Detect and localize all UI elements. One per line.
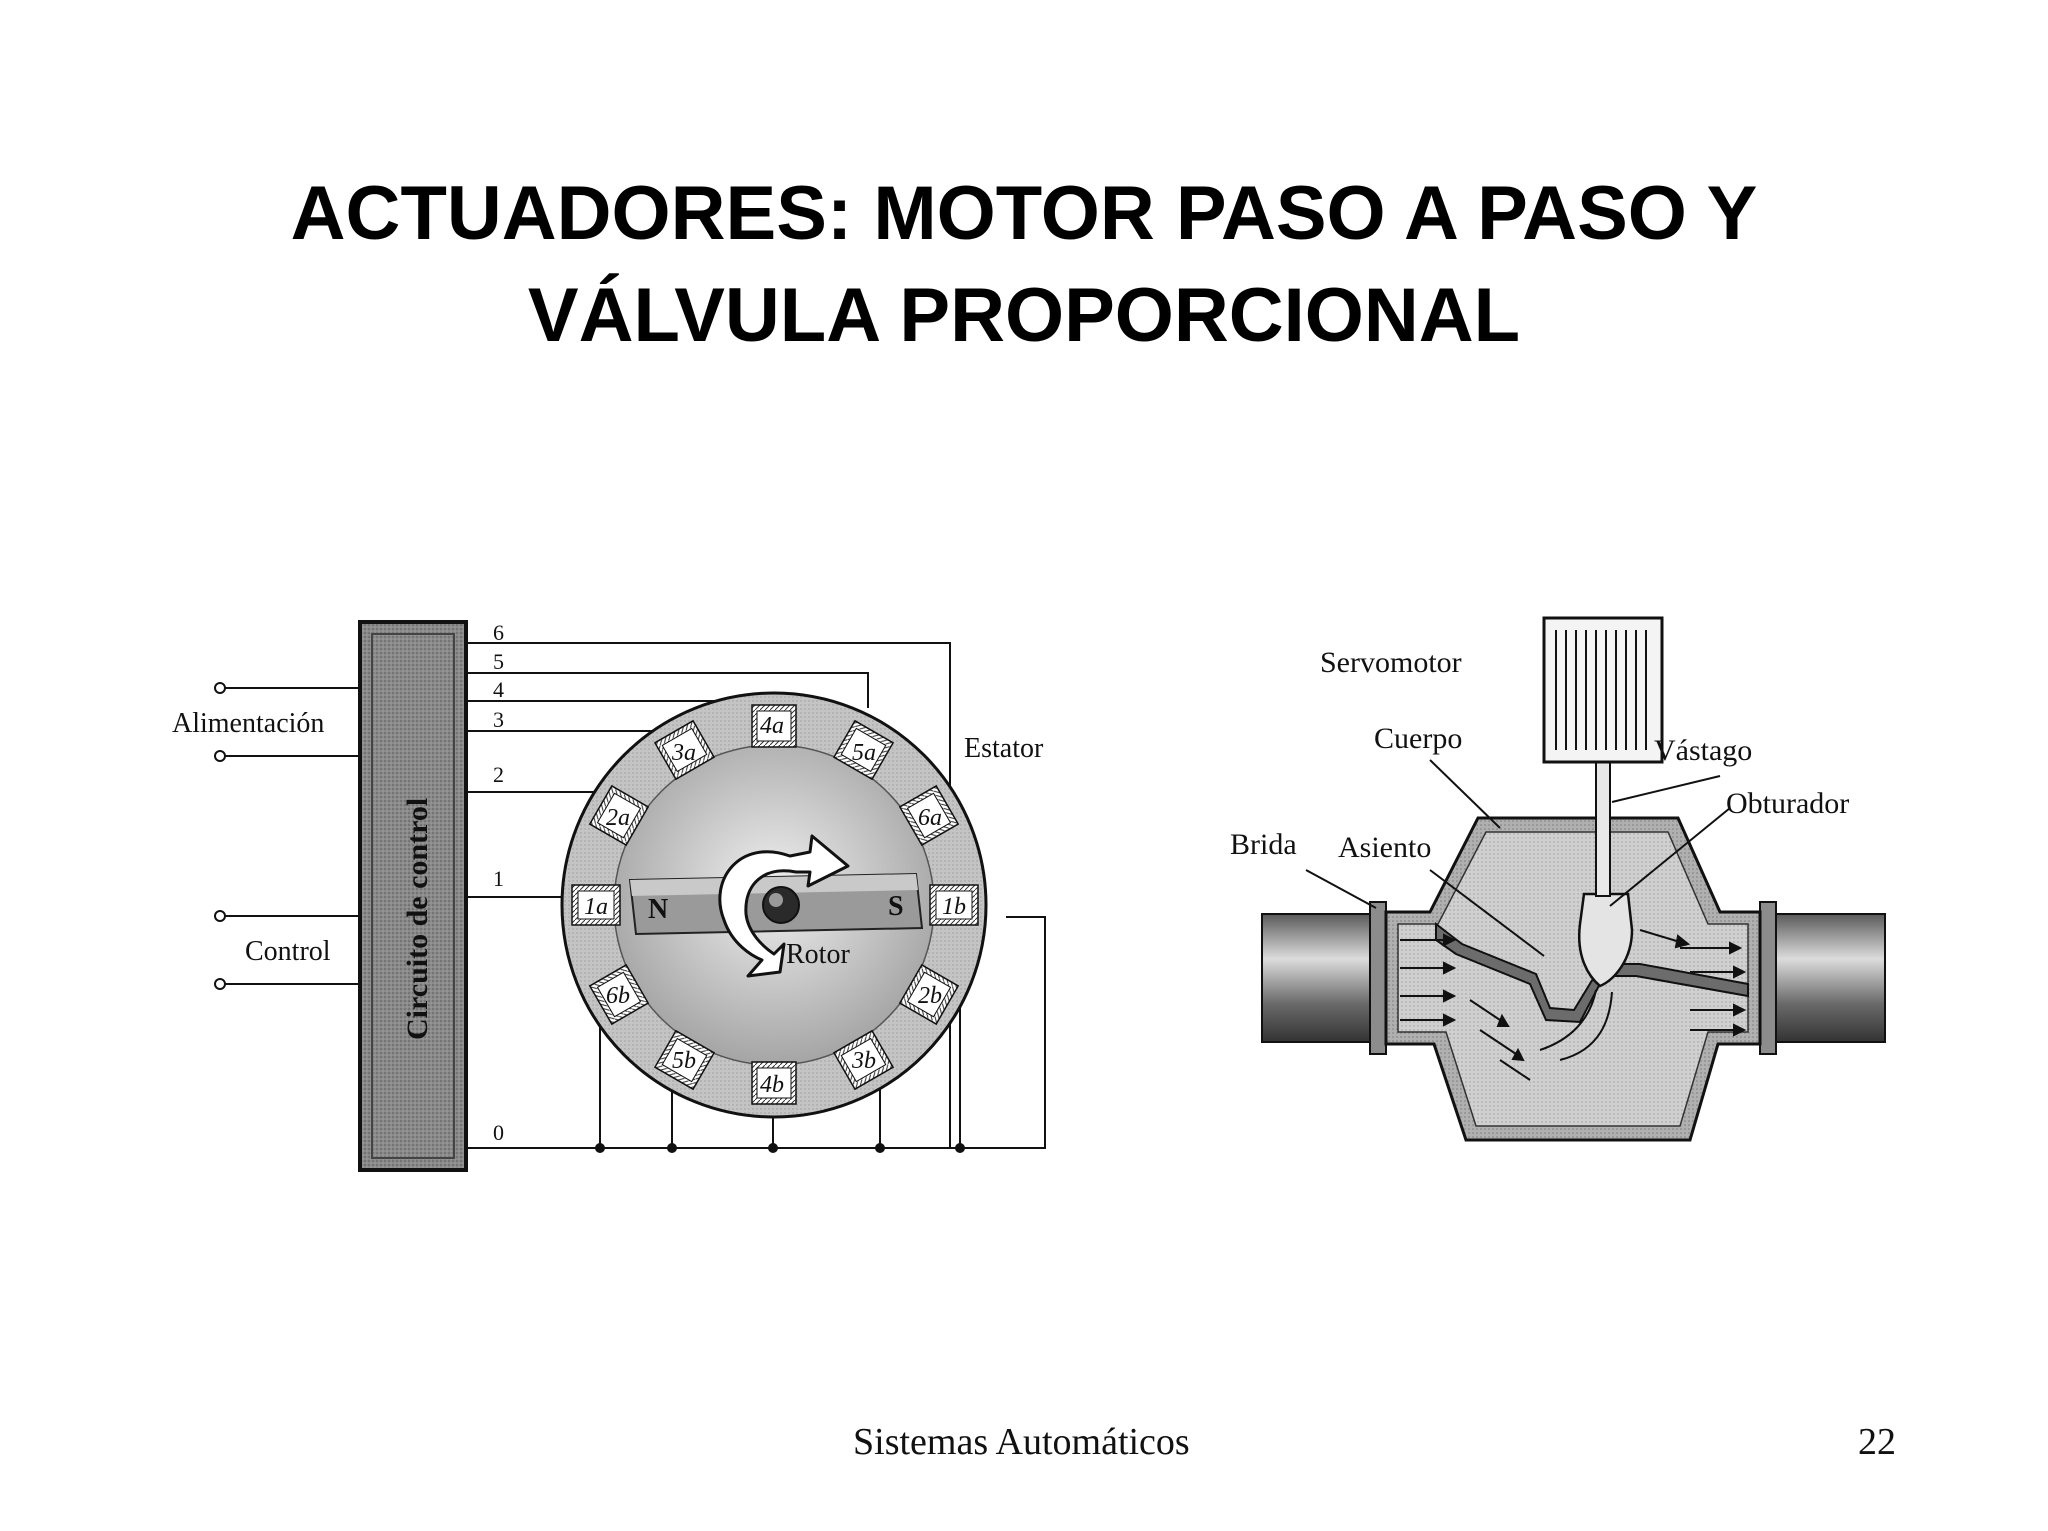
coil-label-4b: 4b xyxy=(760,1072,784,1098)
stem-label: Vástago xyxy=(1654,734,1752,767)
control-circuit-box xyxy=(358,620,468,1172)
coil-label-1a: 1a xyxy=(584,894,608,920)
power-input-terminals xyxy=(214,682,362,762)
stator-coils xyxy=(571,704,979,1105)
seat-label: Asiento xyxy=(1338,831,1431,864)
control-label: Control xyxy=(245,936,331,967)
coil-1b xyxy=(929,884,979,926)
inlet-flange xyxy=(1369,901,1387,1055)
coil-label-6b: 6b xyxy=(606,983,630,1009)
coil-4b xyxy=(751,1061,797,1105)
valve-seat xyxy=(1435,921,1749,1024)
rotation-arrow-icon xyxy=(718,834,850,978)
slide-title-line-2: VÁLVULA PROPORCIONAL xyxy=(527,273,1521,358)
coil-6b xyxy=(588,963,650,1026)
coil-label-3a: 3a xyxy=(671,740,696,766)
stepper-motor-diagram: Alimentación Control Circuito de control xyxy=(172,620,1046,1172)
rotor-label: Rotor xyxy=(786,939,850,970)
power-label: Alimentación xyxy=(172,708,324,739)
coil-5a xyxy=(832,719,895,781)
stator-label: Estator xyxy=(964,733,1044,764)
coil-3b xyxy=(832,1029,895,1091)
wire-number-1: 1 xyxy=(493,866,504,891)
wire-number-3: 3 xyxy=(493,707,504,732)
outlet-flange xyxy=(1759,901,1777,1055)
footer-text: Sistemas Automáticos xyxy=(853,1421,1190,1463)
inlet-pipe xyxy=(1261,913,1383,1043)
wire-number-6: 6 xyxy=(493,620,504,645)
outlet-pipe xyxy=(1764,913,1886,1043)
wire-number-0: 0 xyxy=(493,1120,504,1145)
coil-3a xyxy=(653,719,716,781)
coil-label-4a: 4a xyxy=(760,713,784,739)
rotor-shaft xyxy=(762,886,800,924)
servomotor-label: Servomotor xyxy=(1320,646,1462,679)
coil-2b xyxy=(898,963,960,1026)
coil-label-3b: 3b xyxy=(851,1048,876,1074)
coil-label-5a: 5a xyxy=(852,740,876,766)
coil-label-5b: 5b xyxy=(672,1048,696,1074)
slide-title-line-1: ACTUADORES: MOTOR PASO A PASO Y xyxy=(290,171,1758,256)
body-label: Cuerpo xyxy=(1374,722,1462,755)
coil-5b xyxy=(653,1029,716,1091)
valve-stem xyxy=(1595,761,1611,897)
coil-label-1b: 1b xyxy=(942,894,966,920)
coil-4a xyxy=(751,704,797,748)
magnet-south-label: S xyxy=(888,891,904,922)
wire-number-2: 2 xyxy=(493,762,504,787)
proportional-valve-diagram: Servomotor Cuerpo Vástago Obturador Brid… xyxy=(1230,616,1886,1142)
servomotor xyxy=(1542,616,1664,764)
coil-label-6a: 6a xyxy=(918,805,942,831)
control-input-terminals xyxy=(214,910,362,990)
magnet-north-label: N xyxy=(648,894,668,925)
page-number: 22 xyxy=(1858,1421,1896,1463)
coil-6a xyxy=(898,784,960,847)
wire-number-4: 4 xyxy=(493,677,504,702)
plug-label: Obturador xyxy=(1726,787,1849,820)
wire-junctions xyxy=(595,1143,965,1153)
leader-lines xyxy=(1305,759,1731,957)
coil-2a xyxy=(588,784,650,847)
flange-label: Brida xyxy=(1230,828,1297,861)
wire-number-5: 5 xyxy=(493,649,504,674)
flow-arrows xyxy=(1400,929,1747,1081)
coil-label-2b: 2b xyxy=(918,983,942,1009)
control-circuit-label: Circuito de control xyxy=(401,798,434,1040)
coil-1a xyxy=(571,884,621,926)
coil-label-2a: 2a xyxy=(606,805,630,831)
valve-plug xyxy=(1577,892,1634,988)
